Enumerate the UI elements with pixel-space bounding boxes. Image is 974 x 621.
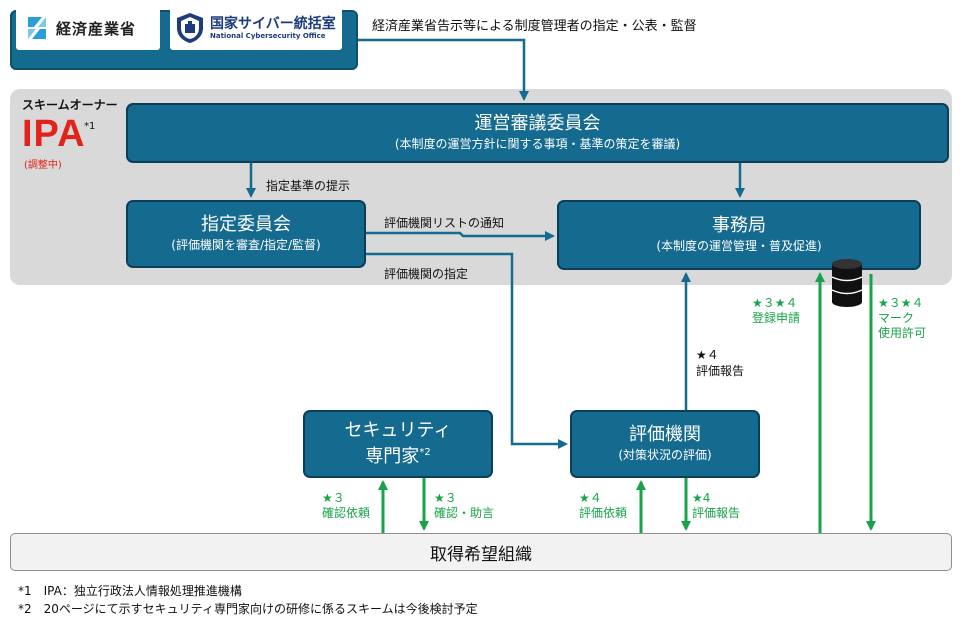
security-expert-box: セキュリティ 専門家*2 — [303, 410, 493, 478]
evaluation-request-label: ★４ 評価依頼 — [579, 491, 627, 521]
evaluation-request-text: 評価依頼 — [579, 506, 628, 520]
footnote-1: *1 IPA：独立行政法人情報処理推進機構 — [18, 584, 242, 598]
nco-shield-icon — [176, 12, 204, 44]
confirm-request-star: ★３ — [322, 491, 345, 505]
security-expert-footnote-mark: *2 — [419, 447, 431, 458]
operations-council-subtitle: (本制度の運営方針に関する事項・基準の策定を審議) — [394, 137, 681, 151]
security-expert-title-line1: セキュリティ — [344, 420, 452, 441]
confirm-request-text: 確認依頼 — [322, 506, 371, 520]
designation-committee-box: 指定委員会 (評価機関を審査/指定/監督) — [126, 200, 366, 268]
meti-logo: 経済産業省 — [16, 6, 160, 50]
applicant-organization-title: 取得希望組織 — [430, 544, 532, 565]
designation-committee-title: 指定委員会 — [201, 214, 291, 235]
arrow-designate-evaluator — [366, 252, 568, 449]
report-to-secretariat-text: 評価報告 — [696, 364, 745, 378]
list-notification-label: 評価機関リストの通知 — [384, 216, 505, 230]
confirm-advice-text: 確認・助言 — [434, 506, 495, 520]
ipa-footnote-mark: *1 — [84, 121, 96, 132]
mark-permission-star: ★３★４ — [878, 296, 924, 310]
security-expert-title-line2-wrap: 専門家*2 — [365, 442, 430, 468]
evaluation-body-box: 評価機関 (対策状況の評価) — [570, 410, 760, 478]
evaluation-body-subtitle: (対策状況の評価) — [618, 448, 712, 462]
security-expert-title-line2: 専門家 — [365, 446, 420, 467]
meti-logo-text: 経済産業省 — [56, 19, 137, 38]
footnote-2: *2 20ページにて示すセキュリティ専門家向けの研修に係るスキームは今後検討予定 — [18, 602, 478, 616]
secretariat-title: 事務局 — [712, 215, 766, 236]
nco-logo: 国家サイバー統括室 National Cybersecurity Office — [170, 6, 342, 50]
applicant-organization-bar: 取得希望組織 — [10, 533, 952, 571]
scheme-owner-label: スキームオーナー — [22, 98, 118, 112]
secretariat-box: 事務局 (本制度の運営管理・普及促進) — [557, 200, 921, 270]
operations-council-title: 運営審議委員会 — [474, 113, 601, 134]
registration-request-label: ★３★４ 登録申請 — [752, 296, 800, 326]
arrow-government-to-council — [358, 38, 529, 101]
designate-evaluator-label: 評価機関の指定 — [384, 267, 469, 281]
meti-logo-icon — [24, 15, 50, 41]
registration-request-star: ★３★４ — [752, 296, 798, 310]
database-icon — [831, 259, 863, 307]
confirm-request-label: ★３ 確認依頼 — [322, 491, 370, 521]
registration-request-text: 登録申請 — [752, 311, 801, 325]
mark-permission-line2: 使用許可 — [878, 326, 927, 340]
operations-council-box: 運営審議委員会 (本制度の運営方針に関する事項・基準の策定を審議) — [126, 103, 949, 163]
ipa-status: (調整中) — [24, 160, 62, 171]
evaluation-request-star: ★４ — [579, 491, 602, 505]
mark-permission-line1: マーク — [878, 311, 915, 325]
arrow-list-notification — [366, 231, 555, 241]
mark-permission-label: ★３★４ マーク 使用許可 — [878, 296, 926, 341]
evaluation-report-label: ★4 評価報告 — [692, 491, 740, 521]
evaluation-report-star: ★4 — [692, 491, 711, 505]
evaluation-report-text: 評価報告 — [692, 506, 741, 520]
evaluation-body-title: 評価機関 — [629, 424, 701, 445]
report-to-secretariat-label: ★４ 評価報告 — [696, 347, 744, 379]
nco-logo-jp: 国家サイバー統括室 — [210, 15, 336, 32]
government-note: 経済産業省告示等による制度管理者の指定・公表・監督 — [372, 19, 697, 34]
confirm-advice-label: ★３ 確認・助言 — [434, 491, 494, 521]
report-to-secretariat-star: ★４ — [696, 348, 719, 362]
ipa-logo: IPA — [22, 113, 86, 155]
confirm-advice-star: ★３ — [434, 491, 457, 505]
nco-logo-en: National Cybersecurity Office — [210, 31, 326, 40]
secretariat-subtitle: (本制度の運営管理・普及促進) — [656, 239, 822, 253]
designation-committee-subtitle: (評価機関を審査/指定/監督) — [171, 238, 321, 252]
present-criteria-label: 指定基準の提示 — [266, 179, 351, 193]
